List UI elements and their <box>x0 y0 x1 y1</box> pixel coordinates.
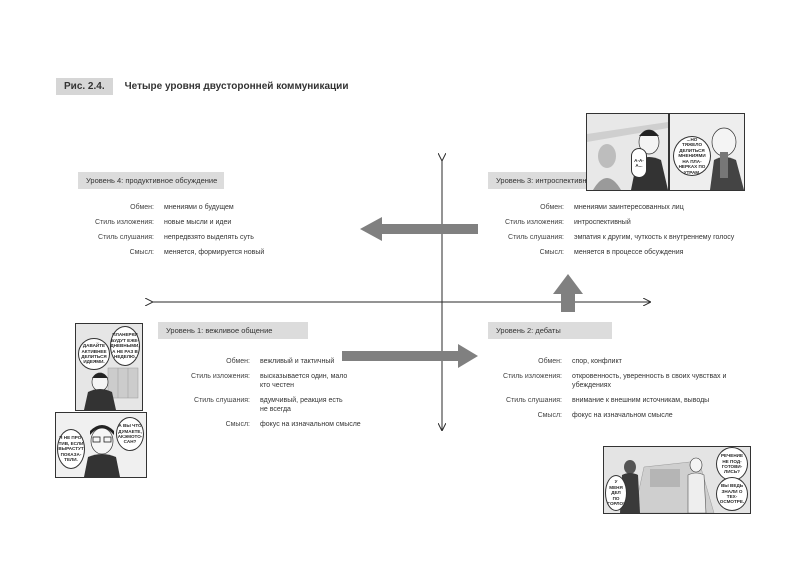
level3-meaning: меняется в процессе обсуждения <box>574 249 684 256</box>
figure-label: Рис. 2.4. <box>56 78 113 95</box>
level4-details: Обмен: мнениями о будущем Стиль изложения… <box>58 203 264 263</box>
figure-header: Рис. 2.4. Четыре уровня двусторонней ком… <box>56 78 348 95</box>
listening-key: Стиль слушания: <box>508 234 564 241</box>
exchange-key: Обмен: <box>130 204 154 211</box>
level4-listening-row: Стиль слушания: непредвзято выделять суть <box>58 233 264 242</box>
speech-bubble: Я НЕ ПРО­ТИВ, ЕСЛИ ВЫРАСТУТ ПОКАЗА­ТЕЛИ. <box>57 429 85 469</box>
exchange-key: Обмен: <box>538 358 562 365</box>
speaking-key: Стиль изложения: <box>191 373 250 380</box>
exchange-key: Обмен: <box>540 204 564 211</box>
level1-speaking-row: Стиль изложения: высказывается один, мало… <box>154 372 361 390</box>
level2-title: Уровень 2: дебаты <box>488 322 612 339</box>
speech-bubble: ДАВАЙТЕ АКТИВНЕЕ ДЕЛИТЬСЯ ИДЕЯМИ. <box>78 338 110 370</box>
level1-meaning-row: Смысл: фокус на изначальном смысле <box>154 420 361 429</box>
level3-exchange: мнениями заинтересованных лиц <box>574 204 684 211</box>
comic-panel-top-right-right: ...НО ТЯЖЕЛО ДЕЛИТЬСЯ МНЕНИЯМИ НА ПЛА­НЕ… <box>669 113 745 191</box>
arrow-level1-to-level2 <box>342 344 478 368</box>
figure-title: Четыре уровня двусторонней коммуникации <box>124 81 349 92</box>
level1-speaking: высказывается один, мало кто честен <box>260 373 348 389</box>
level3-speaking-row: Стиль изложения: интроспективный <box>468 218 734 227</box>
level1-exchange-row: Обмен: вежливый и тактичный <box>154 357 361 366</box>
speaking-key: Стиль изложения: <box>503 373 562 380</box>
level4-meaning-row: Смысл: меняется, формируется новый <box>58 248 265 257</box>
comic-panel-left-bottom: Я НЕ ПРО­ТИВ, ЕСЛИ ВЫРАСТУТ ПОКАЗА­ТЕЛИ.… <box>55 412 147 478</box>
level1-listening: вдумчивый, реакция есть не всегда <box>260 397 343 413</box>
speech-bubble: ВЫ ВЕ­ДЬ ЗНАЛИ О ТЕХ­ОСМОТРЕ. <box>716 477 748 511</box>
speech-bubble: А-А-А... <box>631 148 647 178</box>
level1-exchange: вежливый и тактичный <box>260 358 335 365</box>
level1-listening-row: Стиль слушания: вдумчивый, реакция есть н… <box>154 396 361 414</box>
level1-meaning: фокус на изначальном смысле <box>260 421 361 428</box>
arrow-level3-to-level4 <box>360 217 478 241</box>
speech-bubble: А ВЫ ЧТО ДУМАЕТЕ, АКЭМОТО-САН? <box>116 417 144 451</box>
level4-speaking-row: Стиль изложения: новые мысли и идеи <box>58 218 264 227</box>
level3-exchange-row: Обмен: мнениями заинтересованных лиц <box>468 203 734 212</box>
meaning-key: Смысл: <box>225 421 250 428</box>
level3-listening-row: Стиль слушания: эмпатия к другим, чуткост… <box>468 233 734 242</box>
comic-panel-top-right-left: А-А-А... <box>586 113 669 191</box>
speech-bubble: ПЛАНЕРКИ БУДУТ ЕЖЕ­ДНЕВНЫМИ, А НЕ РАЗ В … <box>110 326 140 366</box>
level2-details: Обмен: спор, конфликт Стиль изложения: отк… <box>466 357 742 426</box>
level2-speaking-row: Стиль изложения: откровенность, увереннос… <box>466 372 742 390</box>
meaning-key: Смысл: <box>129 249 154 256</box>
arrow-level2-to-level3 <box>553 274 583 312</box>
level4-title: Уровень 4: продуктивное обсуждение <box>78 172 224 189</box>
level2-speaking: откровенность, уверенность в своих чувст… <box>572 373 727 389</box>
comic-panel-bottom-right: У МЕНЯ ДЕЛ ПО ГОРЛО! РЕЧЕНИЕ НЕ ПОД­ГОТО… <box>603 446 751 514</box>
comic-illustration <box>587 114 668 190</box>
level2-meaning-row: Смысл: фокус на изначальном смысле <box>466 411 742 420</box>
speech-bubble: ...НО ТЯЖЕЛО ДЕЛИТЬСЯ МНЕНИЯМИ НА ПЛА­НЕ… <box>673 136 711 176</box>
speaking-key: Стиль изложения: <box>505 219 564 226</box>
level2-listening: внимание к внешним источникам, выводы <box>572 397 710 404</box>
meaning-key: Смысл: <box>537 412 562 419</box>
listening-key: Стиль слушания: <box>194 397 250 404</box>
speech-bubble: РЕЧЕНИЕ НЕ ПОД­ГОТОВИ­ЛИСЬ? <box>716 447 748 481</box>
level4-exchange-row: Обмен: мнениями о будущем <box>58 203 264 212</box>
level4-meaning: меняется, формируется новый <box>164 249 265 256</box>
level4-listening: непредвзято выделять суть <box>164 234 254 241</box>
level3-listening: эмпатия к другим, чуткость к внутреннему… <box>574 234 735 241</box>
level3-speaking: интроспективный <box>574 219 631 226</box>
level2-meaning: фокус на изначальном смысле <box>572 412 673 419</box>
level2-listening-row: Стиль слушания: внимание к внешним источн… <box>466 396 742 405</box>
level4-speaking: новые мысли и идеи <box>164 219 232 226</box>
level1-details: Обмен: вежливый и тактичный Стиль изложен… <box>154 357 361 435</box>
speaking-key: Стиль изложения: <box>95 219 154 226</box>
level1-title: Уровень 1: вежливое общение <box>158 322 308 339</box>
listening-key: Стиль слушания: <box>98 234 154 241</box>
exchange-key: Обмен: <box>226 358 250 365</box>
speech-bubble: У МЕНЯ ДЕЛ ПО ГОРЛО! <box>605 475 627 511</box>
meaning-key: Смысл: <box>539 249 564 256</box>
listening-key: Стиль слушания: <box>506 397 562 404</box>
level3-details: Обмен: мнениями заинтересованных лиц Стил… <box>468 203 734 263</box>
level4-exchange: мнениями о будущем <box>164 204 234 211</box>
level2-exchange-row: Обмен: спор, конфликт <box>466 357 742 366</box>
level2-exchange: спор, конфликт <box>572 358 622 365</box>
comic-panel-left-top: ДАВАЙТЕ АКТИВНЕЕ ДЕЛИТЬСЯ ИДЕЯМИ. ПЛАНЕР… <box>75 323 143 411</box>
level3-meaning-row: Смысл: меняется в процессе обсуждения <box>468 248 734 257</box>
